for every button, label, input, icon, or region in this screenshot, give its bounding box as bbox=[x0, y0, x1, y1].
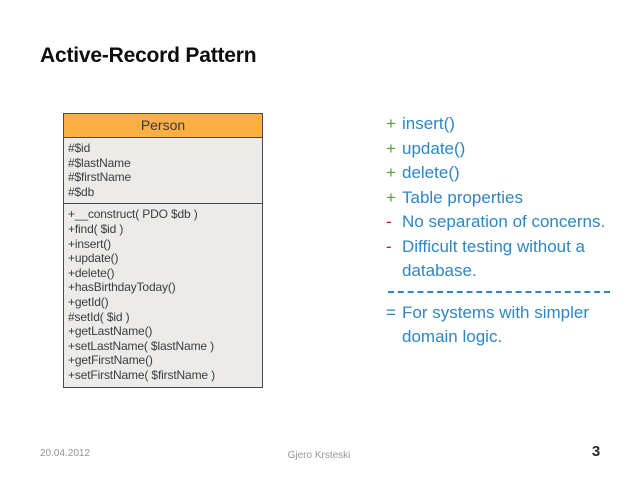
uml-method: #setId( $id ) bbox=[68, 309, 130, 324]
uml-methods-section: +__construct( PDO $db ) +find( $id ) +in… bbox=[64, 203, 262, 386]
list-item: + insert() bbox=[386, 112, 630, 137]
list-item-label: delete() bbox=[402, 163, 460, 182]
minus-marker-icon: - bbox=[386, 212, 392, 231]
list-item-label: Difficult testing without a database. bbox=[402, 236, 585, 281]
uml-attribute: #$db bbox=[68, 184, 95, 199]
list-item: + Table properties bbox=[386, 186, 630, 211]
list-item: + update() bbox=[386, 137, 630, 162]
uml-attributes-section: #$id #$lastName #$firstName #$db bbox=[64, 138, 262, 203]
conclusion-item: = For systems with simpler domain logic. bbox=[386, 301, 630, 350]
uml-method: +hasBirthdayToday() bbox=[68, 280, 176, 295]
uml-method: +insert() bbox=[68, 236, 111, 251]
minus-marker-icon: - bbox=[386, 236, 392, 256]
uml-method: +update() bbox=[68, 251, 119, 266]
list-item: - No separation of concerns. bbox=[386, 210, 630, 235]
uml-attribute: #$lastName bbox=[68, 155, 131, 170]
uml-attribute: #$firstName bbox=[68, 170, 132, 185]
uml-method: +getLastName() bbox=[68, 324, 153, 339]
list-item: + delete() bbox=[386, 161, 630, 186]
footer-author: Gjero Krsteski bbox=[287, 450, 351, 461]
equals-marker-icon: = bbox=[386, 302, 396, 322]
uml-method: +find( $id ) bbox=[68, 222, 124, 237]
benefits-drawbacks-list: + insert() + update() + delete() + Table… bbox=[386, 112, 630, 350]
uml-method: +setLastName( $lastName ) bbox=[68, 338, 214, 353]
conclusion-label: For systems with simpler domain logic. bbox=[402, 302, 590, 347]
list-item-label: Table properties bbox=[402, 187, 523, 207]
uml-method: +__construct( PDO $db ) bbox=[68, 207, 198, 222]
uml-attribute: #$id bbox=[68, 141, 91, 156]
plus-marker-icon: + bbox=[386, 163, 396, 182]
page-number: 3 bbox=[591, 443, 601, 460]
footer-date: 20.04.2012 bbox=[40, 448, 91, 459]
uml-method: +delete() bbox=[68, 265, 115, 280]
uml-method: +getFirstName() bbox=[68, 353, 153, 368]
plus-marker-icon: + bbox=[386, 138, 396, 158]
uml-class-box: Person #$id #$lastName #$firstName #$db … bbox=[63, 113, 263, 388]
uml-method: +getId() bbox=[68, 295, 109, 310]
list-item-label: insert() bbox=[402, 114, 455, 133]
plus-marker-icon: + bbox=[386, 187, 396, 207]
list-item: - Difficult testing without a database. bbox=[386, 235, 630, 284]
dashed-separator bbox=[388, 290, 610, 293]
list-item-label: update() bbox=[402, 138, 466, 158]
uml-method: +setFirstName( $firstName ) bbox=[68, 368, 215, 382]
page-title: Active-Record Pattern bbox=[40, 44, 257, 67]
plus-marker-icon: + bbox=[386, 114, 396, 133]
list-item-label: No separation of concerns. bbox=[402, 212, 606, 231]
uml-class-name: Person bbox=[64, 114, 262, 139]
